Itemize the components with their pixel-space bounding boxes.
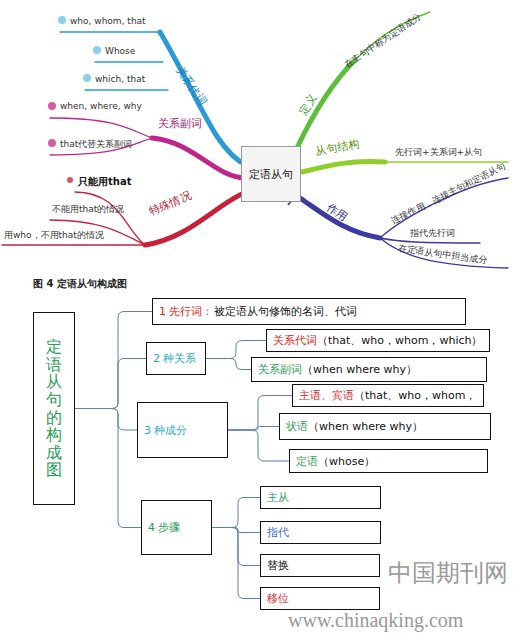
branch-label: that代替关系副词 <box>60 139 132 149</box>
branch-label: 在主句中称为定语成分 <box>342 12 423 70</box>
branch-label: 指代先行词 <box>410 228 455 238</box>
bracket-connector <box>75 409 141 528</box>
bracket-connector <box>228 427 279 431</box>
node-text: （that、who，whom，which） <box>317 334 483 347</box>
item-box: 主语、宾语（that、who，whom， <box>292 384 484 407</box>
node-text: 关系副词 <box>258 363 302 376</box>
bracket-connector <box>206 359 251 370</box>
node-text: 主从 <box>267 491 289 504</box>
bracket-connector <box>206 341 266 359</box>
bracket-connector <box>75 409 137 431</box>
node-text: 替换 <box>267 559 289 572</box>
text-line: 指代 <box>267 525 289 540</box>
item-box: 定语（whose） <box>289 449 488 473</box>
branch-label: who, whom, that <box>70 16 146 26</box>
node-text: 定语从句 <box>249 168 293 181</box>
node-text: 主语、宾语 <box>299 389 354 402</box>
text-line: 1 先行词：被定语从句修饰的名词、代词 <box>159 304 357 319</box>
text-line: 移位 <box>267 591 289 606</box>
category-box: 2 种关系 <box>146 342 206 375</box>
branch-label: Whose <box>105 46 135 56</box>
node-text: 4 步骤 <box>148 521 181 534</box>
category-box: 4 步骤 <box>141 500 212 555</box>
text-line: 主从 <box>267 490 289 505</box>
bracket-connector <box>75 359 146 409</box>
step-box: 替换 <box>260 554 380 577</box>
node-text: （that、who，whom， <box>354 389 476 402</box>
text-line: 主语、宾语（that、who，whom， <box>299 388 476 403</box>
step-box: 主从 <box>260 486 381 509</box>
bracket-connector <box>212 498 260 528</box>
bracket-connector <box>212 528 260 599</box>
text-line: 2 种关系 <box>153 351 197 366</box>
node-text: 2 种关系 <box>153 352 197 365</box>
item-box: 关系副词（when where why） <box>251 357 487 382</box>
vertical-title-box: 定语从句的构成图 <box>33 312 75 505</box>
node-text: （whose） <box>318 455 375 468</box>
step-box: 指代 <box>260 521 381 544</box>
term-box: 1 先行词：被定语从句修饰的名词、代词 <box>152 298 466 325</box>
branch-label: 先行词+关系词+从句 <box>395 147 482 157</box>
item-box: 状语（when where why） <box>279 413 491 440</box>
node-text: 状语 <box>286 420 308 433</box>
branch-label: when, where, why <box>60 101 142 111</box>
branch-label: 不能用that的情况 <box>52 204 124 214</box>
text-line: 关系副词（when where why） <box>258 362 417 377</box>
step-box: 移位 <box>260 587 380 610</box>
branch-label: 特殊情况 <box>148 190 194 218</box>
center-topic: 定语从句 <box>241 146 301 202</box>
text-line: 关系代词（that、who，whom，which） <box>273 333 483 348</box>
bracket-connector <box>75 312 152 409</box>
node-text: 被定语从句修饰的名词、代词 <box>214 305 357 318</box>
text-line: 3 种成分 <box>144 423 188 438</box>
branch-label: 连接作用，连接主句和定语从句 <box>390 161 508 226</box>
text-line: 状语（when where why） <box>286 419 423 434</box>
node-text: 指代 <box>267 526 289 539</box>
item-box: 关系代词（that、who，whom，which） <box>266 329 490 352</box>
branch-label: which, that <box>95 74 145 84</box>
branch-label: 用who，不用that的情况 <box>4 230 104 240</box>
node-text: 1 先行词： <box>159 305 214 318</box>
text-line: 定语从句 <box>249 167 293 182</box>
branch-label: 关系副词 <box>158 118 202 131</box>
text-line: 定语从句的构成图 <box>46 338 62 479</box>
node-text: （when where why） <box>302 363 417 376</box>
watermark: www.chinaqking.com <box>288 609 463 632</box>
category-box: 3 种成分 <box>137 402 228 458</box>
watermark: 中国期刊网 <box>388 560 508 588</box>
node-text: （when where why） <box>308 420 423 433</box>
bracket-connector <box>212 528 260 566</box>
figure-caption: 图 4 定语从句构成图 <box>33 277 127 291</box>
node-text: 定语 <box>296 455 318 468</box>
branch-label: 作用 <box>324 201 349 224</box>
branch-label: 关系代词 <box>173 65 209 108</box>
node-text: 3 种成分 <box>144 424 188 437</box>
branch-label: 只能用that <box>78 176 131 188</box>
node-text: 关系代词 <box>273 334 317 347</box>
text-line: 替换 <box>267 558 289 573</box>
branch-label: 从句结构 <box>315 138 361 158</box>
node-text: 移位 <box>267 592 289 605</box>
text-line: 定语（whose） <box>296 454 375 469</box>
text-line: 4 步骤 <box>148 520 181 535</box>
vertical-title: 定语从句的构成图 <box>46 338 62 479</box>
